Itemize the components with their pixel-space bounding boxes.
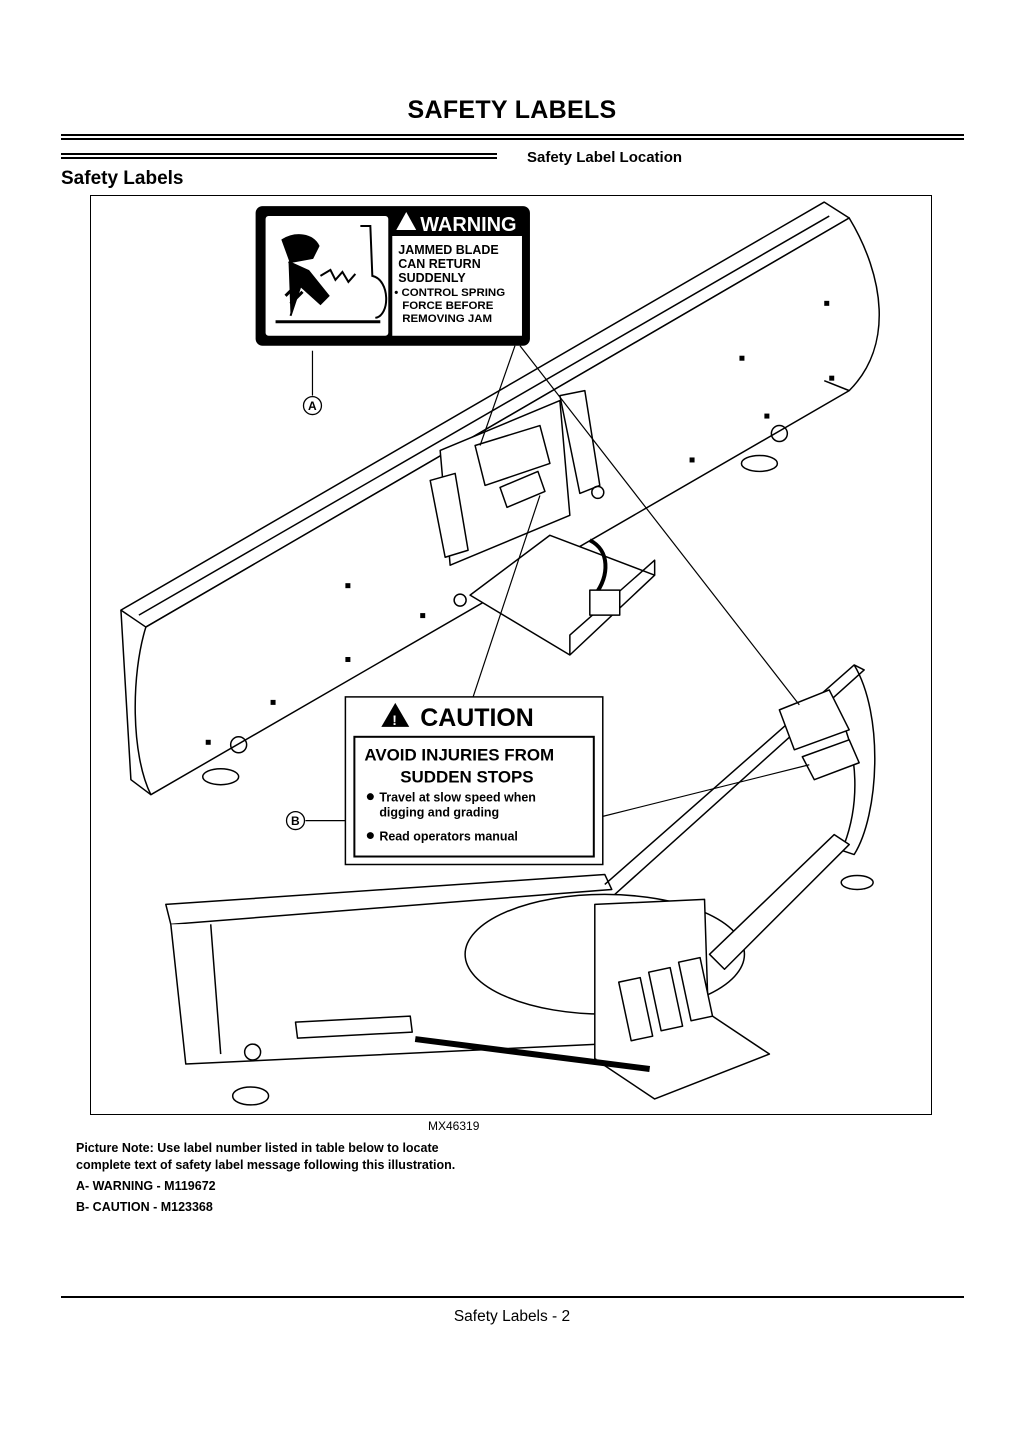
section-rule-top	[61, 153, 497, 155]
caution-header: CAUTION	[420, 704, 534, 732]
caution-line-2: SUDDEN STOPS	[400, 768, 533, 787]
title-rule-bottom	[61, 138, 964, 140]
warning-header: WARNING	[420, 214, 516, 236]
warning-line-2: CAN RETURN	[398, 257, 480, 271]
callout-a: A	[302, 395, 323, 416]
callout-b-letter: B	[291, 814, 300, 828]
warning-line-3: SUDDENLY	[398, 271, 466, 285]
safety-label-location-figure: WARNING JAMMED BLADE CAN RETURN SUDDENLY…	[90, 195, 932, 1115]
legend-item-a: A- WARNING - M119672	[76, 1179, 216, 1193]
warning-triangle-icon	[396, 212, 417, 231]
page-title: SAFETY LABELS	[407, 96, 617, 124]
warning-pictogram-icon	[275, 225, 388, 324]
warning-line-5: FORCE BEFORE	[402, 300, 493, 312]
plow-illustration: WARNING JAMMED BLADE CAN RETURN SUDDENLY…	[120, 201, 880, 1106]
picture-note: Picture Note: Use label number listed in…	[76, 1141, 456, 1172]
caution-bullet-1-cont: digging and grading	[379, 806, 499, 820]
warning-line-6: REMOVING JAM	[402, 313, 492, 325]
section-rule-bottom	[61, 157, 497, 159]
caution-label: ! CAUTION AVOID INJURIES FROM SUDDEN STO…	[344, 696, 604, 866]
svg-text:!: !	[392, 712, 397, 728]
caution-line-1: AVOID INJURIES FROM	[364, 746, 554, 765]
subsection-heading: Safety Label Location	[527, 149, 683, 166]
lower-blade-drawing	[165, 664, 876, 1106]
warning-line-1: JAMMED BLADE	[398, 243, 498, 257]
warning-line-4: • CONTROL SPRING	[394, 287, 505, 299]
title-rule-top	[61, 134, 964, 136]
callout-a-letter: A	[308, 399, 317, 413]
callout-b: B	[285, 810, 306, 831]
page-footer: Safety Labels - 2	[453, 1308, 571, 1325]
caution-bullet-2: Read operators manual	[379, 830, 518, 844]
footer-rule	[61, 1296, 964, 1298]
caution-bullet-1: Travel at slow speed when	[379, 791, 536, 805]
figure-id: MX46319	[428, 1119, 480, 1133]
caution-triangle-icon	[381, 702, 410, 727]
warning-label: WARNING JAMMED BLADE CAN RETURN SUDDENLY…	[255, 206, 530, 346]
section-heading: Safety Labels	[61, 168, 184, 189]
legend-item-b: B- CAUTION - M123368	[76, 1200, 213, 1214]
